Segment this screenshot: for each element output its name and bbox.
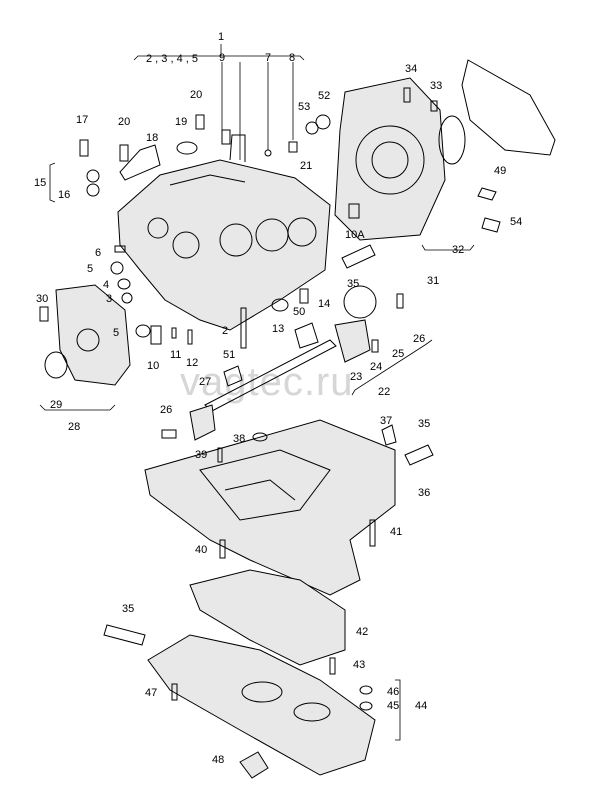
- part-labels: 9 7 8 52 53 34 33 20 19 18 17 20 21 15 1…: [34, 52, 522, 766]
- label-28: 28: [68, 421, 80, 433]
- sealant-tube-3: [103, 624, 146, 646]
- timing-cover: [44, 284, 131, 386]
- label-35c: 35: [122, 603, 134, 615]
- label-34: 34: [405, 63, 417, 75]
- label-52: 52: [318, 90, 330, 102]
- label-14: 14: [318, 298, 330, 310]
- label-40: 40: [195, 544, 207, 556]
- label-29: 29: [50, 399, 62, 411]
- label-22: 22: [378, 386, 390, 398]
- baffle-42: [189, 569, 346, 666]
- label-15: 15: [34, 177, 46, 189]
- label-27: 27: [199, 376, 211, 388]
- label-19: 19: [175, 116, 187, 128]
- label-21: 21: [300, 160, 312, 172]
- label-18: 18: [146, 132, 158, 144]
- label-36: 36: [418, 487, 430, 499]
- bell-housing: [334, 77, 466, 241]
- label-44: 44: [415, 700, 427, 712]
- label-50: 50: [293, 306, 305, 318]
- label-31: 31: [427, 275, 439, 287]
- label-41: 41: [390, 526, 402, 538]
- label-26a: 26: [413, 333, 425, 345]
- label-13: 13: [272, 323, 284, 335]
- leader-lines: [39, 62, 475, 741]
- label-49: 49: [494, 165, 506, 177]
- label-20a: 20: [190, 89, 202, 101]
- label-5a: 5: [87, 263, 93, 275]
- label-5b: 5: [113, 327, 119, 339]
- label-6: 6: [95, 247, 101, 259]
- engine-block: [117, 134, 331, 331]
- label-17: 17: [76, 114, 88, 126]
- label-45: 45: [387, 700, 399, 712]
- sealant-tube-1: [341, 244, 376, 269]
- label-46: 46: [387, 686, 399, 698]
- label-3: 3: [106, 293, 112, 305]
- label-8: 8: [289, 52, 295, 64]
- label-33: 33: [430, 80, 442, 92]
- label-43: 43: [353, 659, 365, 671]
- sealant-tube-2: [404, 444, 434, 466]
- lower-oil-pan: [147, 634, 376, 776]
- label-10: 10: [147, 360, 159, 372]
- label-2: 2: [222, 325, 228, 337]
- drain-plug-48: [239, 751, 269, 779]
- label-38: 38: [233, 433, 245, 445]
- label-48: 48: [212, 754, 224, 766]
- label-25: 25: [392, 348, 404, 360]
- label-53: 53: [298, 101, 310, 113]
- label-20b: 20: [118, 116, 130, 128]
- small-parts: [39, 87, 501, 711]
- label-51: 51: [223, 349, 235, 361]
- label-35b: 35: [418, 418, 430, 430]
- upper-oil-pan: [144, 419, 396, 596]
- label-1: 1: [218, 31, 224, 43]
- label-37: 37: [380, 415, 392, 427]
- label-23: 23: [350, 371, 362, 383]
- label-10A: 10A: [345, 229, 365, 241]
- crankshaft: [189, 285, 377, 441]
- label-11: 11: [170, 349, 181, 361]
- label-26b: 26: [160, 404, 172, 416]
- label-12: 12: [186, 357, 198, 369]
- label-4: 4: [103, 279, 109, 291]
- label-2-3-4-5: 2 , 3 , 4 , 5: [146, 53, 198, 65]
- label-42: 42: [356, 626, 368, 638]
- label-39: 39: [195, 449, 207, 461]
- label-16: 16: [58, 189, 70, 201]
- label-30: 30: [36, 293, 48, 305]
- label-47: 47: [145, 687, 157, 699]
- label-32: 32: [452, 244, 464, 256]
- label-35a: 35: [347, 278, 359, 290]
- label-54: 54: [510, 216, 522, 228]
- label-7: 7: [265, 52, 271, 64]
- label-9: 9: [219, 52, 225, 64]
- top-bracket: 1 2 , 3 , 4 , 5: [133, 31, 305, 65]
- label-24: 24: [370, 361, 382, 373]
- gasket-49: [461, 59, 556, 156]
